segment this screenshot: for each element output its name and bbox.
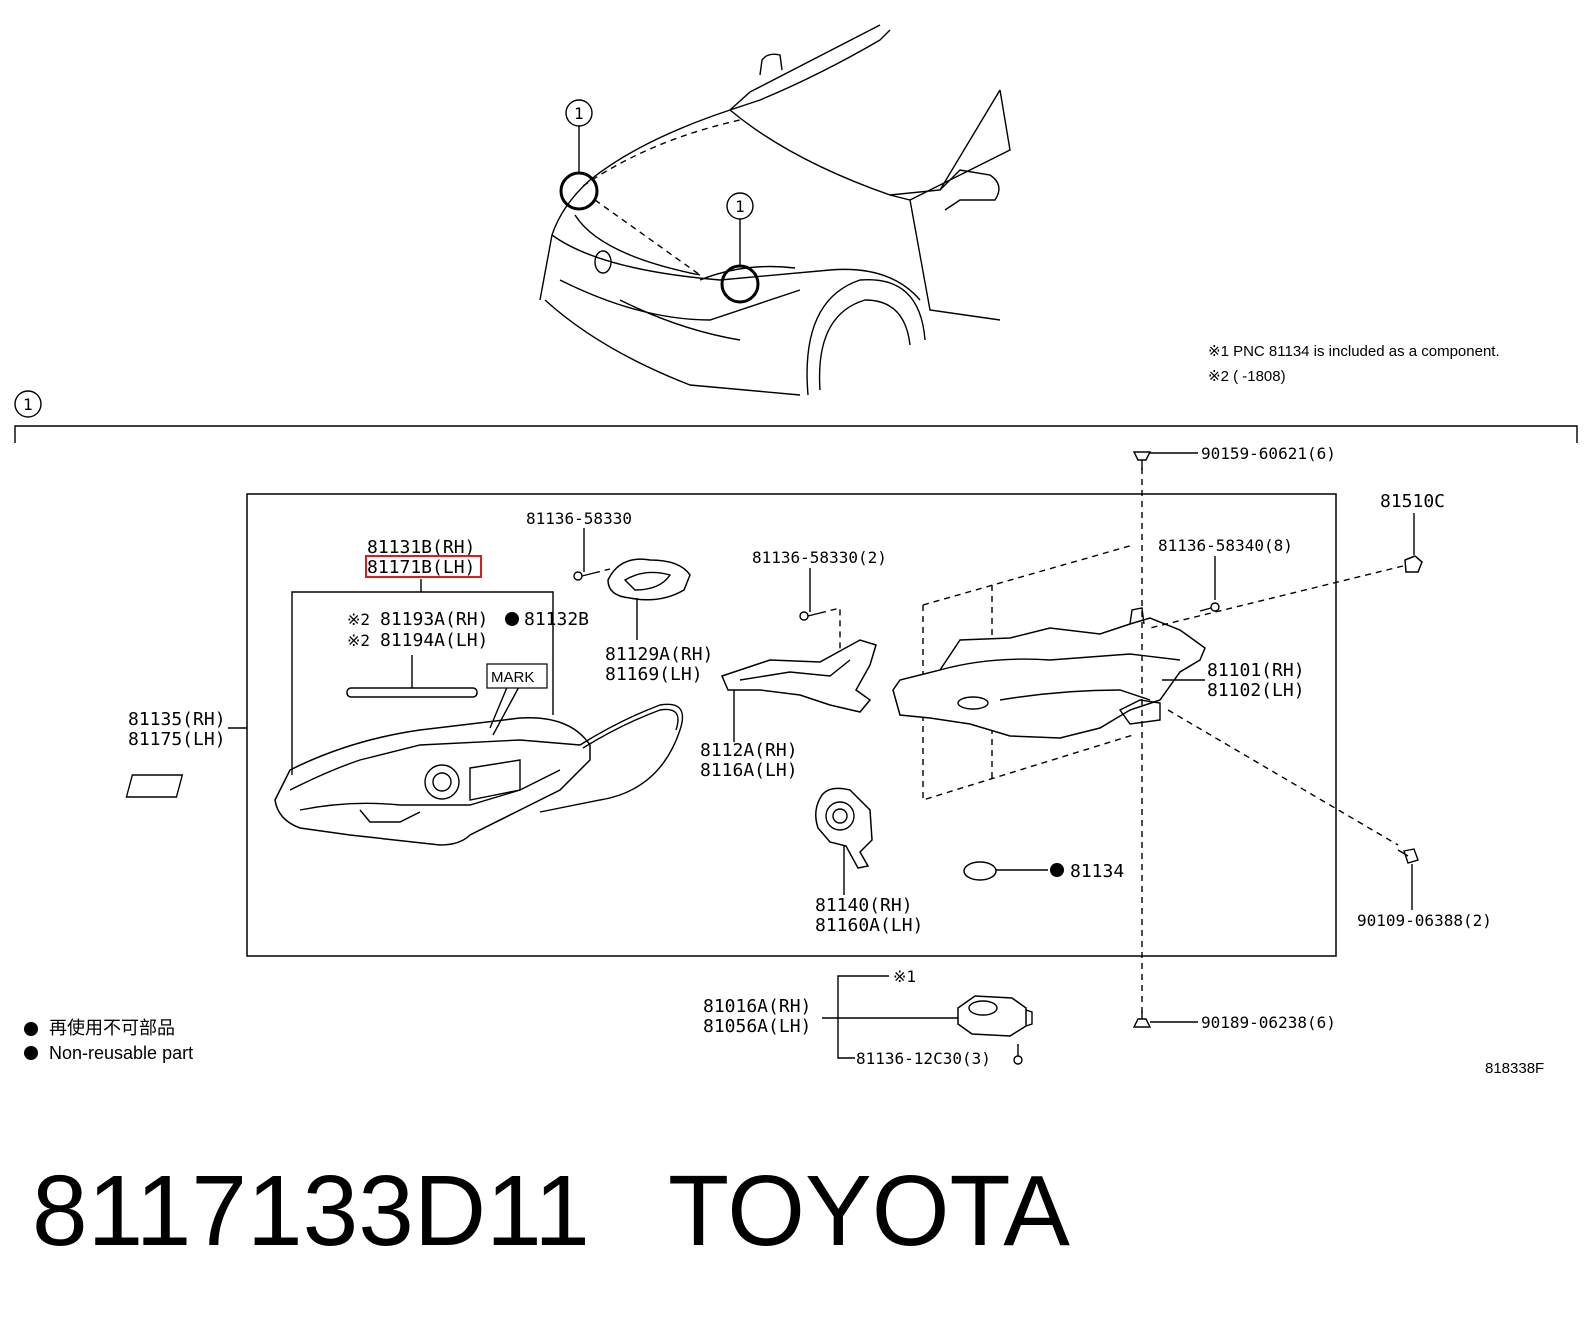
non-reusable-dot-81132B	[505, 612, 519, 626]
legend-en: Non-reusable part	[49, 1043, 193, 1063]
car-outline-illustration: 1 1	[539, 24, 1011, 396]
screw-81136-58330-2	[799, 611, 821, 621]
label-8116A-lh: 8116A(LH)	[700, 760, 798, 781]
actuator-81140	[815, 787, 873, 869]
diagram-code: 818338F	[1485, 1060, 1544, 1077]
mark-label: MARK	[491, 669, 534, 686]
bracket-8112A	[720, 639, 877, 713]
bolt-90189	[1132, 1011, 1152, 1028]
note-1: ※1 PNC 81134 is included as a component.	[1208, 343, 1500, 360]
mark-label-box	[486, 663, 548, 689]
label-81510C: 81510C	[1380, 491, 1445, 512]
label-81160A-lh: 81160A(LH)	[815, 915, 923, 936]
headlamp-unit-illustration	[125, 703, 684, 846]
o-ring-81134	[963, 861, 997, 881]
label-81135-rh: 81135(RH)	[128, 709, 226, 730]
screw-81136-12C30	[1013, 1044, 1023, 1065]
callout-marker-1b: 1	[735, 197, 745, 216]
star2-marker-b: ※2	[347, 631, 370, 650]
label-81102-lh: 81102(LH)	[1207, 680, 1305, 701]
label-90109-06388: 90109-06388(2)	[1357, 911, 1492, 930]
label-90189-06238: 90189-06238(6)	[1201, 1013, 1336, 1032]
label-8112A-rh: 8112A(RH)	[700, 740, 798, 761]
housing-81101	[892, 617, 1206, 739]
label-81136-58340: 81136-58340(8)	[1158, 536, 1293, 555]
bolt-90159	[1132, 451, 1152, 470]
label-81140-rh: 81140(RH)	[815, 895, 913, 916]
label-81101-rh: 81101(RH)	[1207, 660, 1305, 681]
star1-marker: ※1	[893, 967, 916, 986]
label-81136-58330-2: 81136-58330(2)	[752, 548, 887, 567]
legend-jp: 再使用不可部品	[49, 1018, 175, 1038]
label-81193A-rh: 81193A(RH)	[380, 609, 488, 630]
screw-81136-58330	[573, 571, 595, 581]
assembly-frame	[246, 493, 1337, 957]
label-81132B: 81132B	[524, 609, 589, 630]
note-2: ※2 ( -1808)	[1208, 368, 1286, 385]
screw-90109	[1397, 848, 1419, 864]
cap-81510C	[1404, 555, 1423, 573]
label-90159-60621: 90159-60621(6)	[1201, 444, 1336, 463]
section-marker: 1	[23, 395, 33, 414]
seal-strip-81193A	[346, 687, 478, 698]
star2-marker-a: ※2	[347, 610, 370, 629]
section-bracket: 1	[14, 390, 1578, 443]
callout-marker-1a: 1	[574, 104, 584, 123]
footer-part-number: 8117133D11	[32, 1155, 590, 1267]
label-81056A-lh: 81056A(LH)	[703, 1016, 811, 1037]
label-81129A-rh: 81129A(RH)	[605, 644, 713, 665]
label-81194A-lh: 81194A(LH)	[380, 630, 488, 651]
cover-81129A	[607, 558, 691, 601]
label-81171B-lh: 81171B(LH)	[367, 557, 475, 578]
non-reusable-dot-81134	[1050, 863, 1064, 877]
highlight-box-81171B	[365, 555, 482, 578]
label-81134: 81134	[1070, 861, 1124, 882]
label-81136-12C30: 81136-12C30(3)	[856, 1049, 991, 1068]
footer-brand: TOYOTA	[668, 1155, 1070, 1267]
screw-81136-58340	[1199, 602, 1220, 612]
label-81169-lh: 81169(LH)	[605, 664, 703, 685]
label-81175-lh: 81175(LH)	[128, 729, 226, 750]
label-81016A-rh: 81016A(RH)	[703, 996, 811, 1017]
legend-dot-en	[24, 1046, 38, 1060]
label-81136-58330: 81136-58330	[526, 509, 632, 528]
label-81131B-rh: 81131B(RH)	[367, 537, 475, 558]
legend-dot-jp	[24, 1022, 38, 1036]
